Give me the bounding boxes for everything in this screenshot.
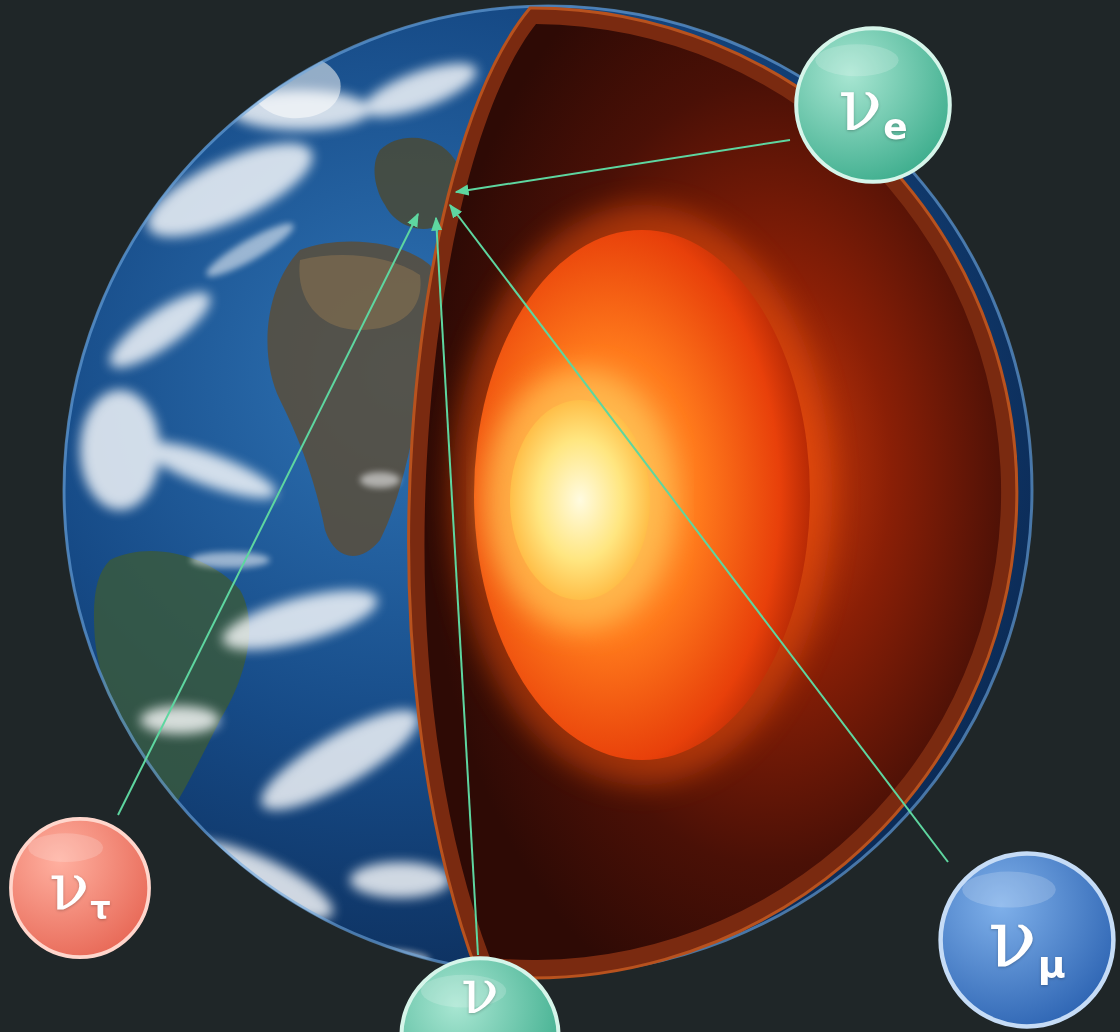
badge-label: νe [793,25,953,185]
neutrino-paths [118,140,948,955]
tau-neutrino-badge: ντ [8,816,152,960]
neutrino-path [450,205,948,862]
neutrino-badge: ν [398,955,562,1032]
outer-core [474,230,810,760]
neutrino-symbol: ν [49,855,89,921]
mantle-layer [424,24,1001,960]
crust-layer [409,8,1017,978]
inner-core [510,400,650,600]
flavour-subscript: e [883,109,907,145]
earth-sphere [63,5,1033,975]
flavour-subscript: μ [1038,945,1066,983]
flavour-subscript: τ [90,892,110,924]
electron-neutrino-badge: νe [793,25,953,185]
neutrino-symbol: ν [461,961,499,1023]
neutrino-path [436,218,478,955]
muon-neutrino-badge: νμ [937,850,1117,1030]
badge-label: νμ [937,850,1117,1030]
badge-label: ν [398,955,562,1032]
neutrino-path [456,140,790,192]
badge-label: ντ [8,816,152,960]
neutrino-path [118,214,418,815]
neutrino-symbol: ν [838,69,882,141]
neutrino-symbol: ν [988,900,1037,980]
